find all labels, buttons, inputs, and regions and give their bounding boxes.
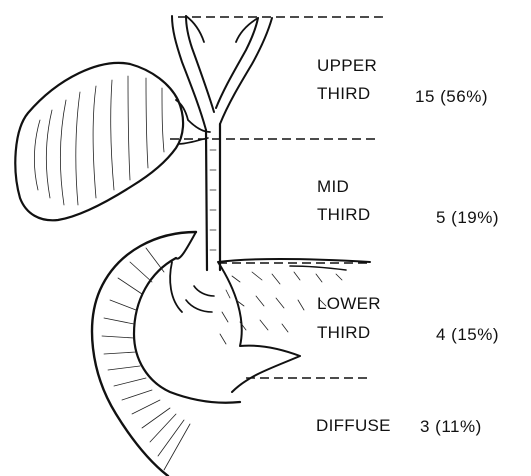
gallbladder-illustration	[15, 63, 210, 220]
region-upper-third: UPPER THIRD 15 (56%)	[317, 56, 488, 106]
region-lower-third: LOWER THIRD 4 (15%)	[317, 294, 499, 344]
region-label-line1: UPPER	[317, 56, 377, 75]
duodenum-pancreas-illustration	[92, 232, 370, 476]
region-diffuse: DIFFUSE 3 (11%)	[316, 416, 482, 436]
region-value: 15 (56%)	[415, 87, 488, 106]
region-label-line1: DIFFUSE	[316, 416, 391, 435]
region-label-line2: THIRD	[317, 323, 370, 342]
region-value: 3 (11%)	[420, 417, 482, 436]
region-mid-third: MID THIRD 5 (19%)	[317, 177, 499, 227]
region-label-line1: MID	[317, 177, 349, 196]
region-label-line2: THIRD	[317, 84, 370, 103]
region-value: 4 (15%)	[436, 325, 499, 344]
region-value: 5 (19%)	[436, 208, 499, 227]
region-label-line2: THIRD	[317, 205, 370, 224]
region-label-line1: LOWER	[317, 294, 381, 313]
